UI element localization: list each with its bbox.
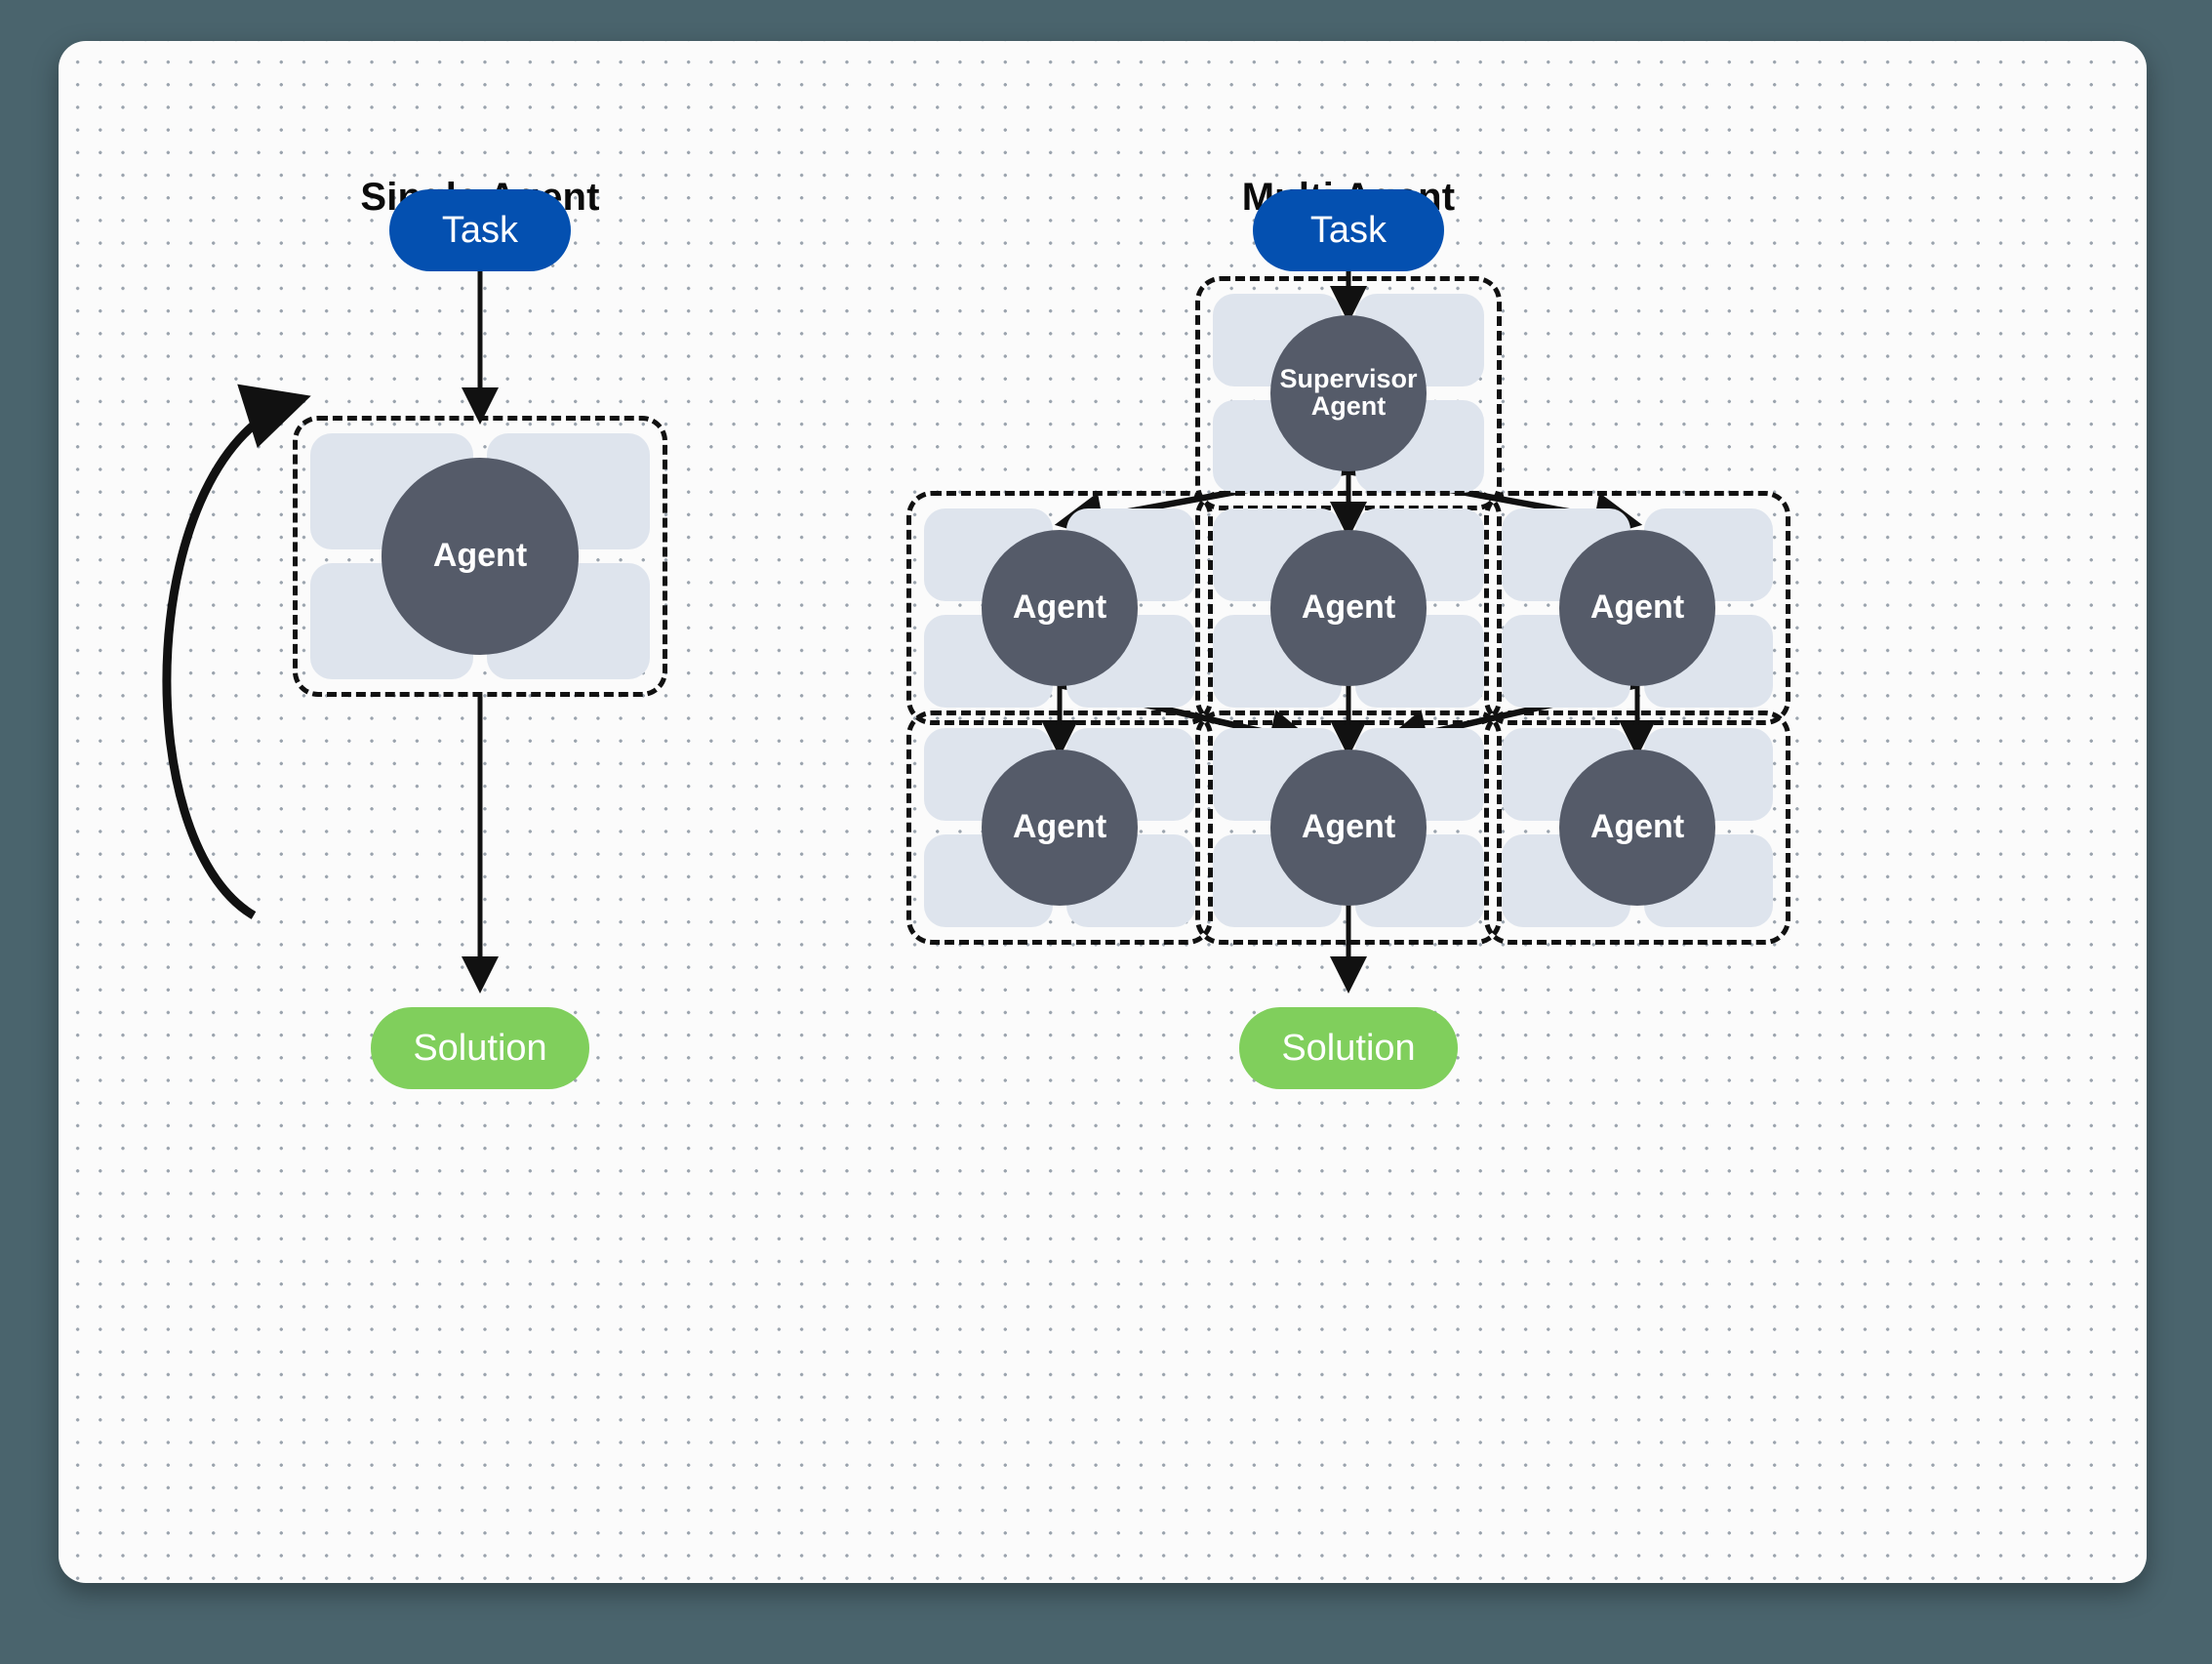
supervisor-agent-card[interactable]: Supervisor Agent: [1195, 276, 1502, 510]
agent-core-single: Agent: [382, 458, 579, 655]
task-pill-multi[interactable]: Task: [1253, 189, 1444, 271]
supervisor-label-line-2: Agent: [1310, 391, 1387, 421]
agent-card-row2-2[interactable]: Agent: [1195, 491, 1502, 725]
solution-pill-single[interactable]: Solution: [371, 1007, 589, 1089]
agent-core-row3-2: Agent: [1270, 750, 1427, 906]
solution-pill-multi[interactable]: Solution: [1239, 1007, 1458, 1089]
agent-card-row3-3[interactable]: Agent: [1484, 710, 1790, 945]
agent-card-row3-1[interactable]: Agent: [906, 710, 1213, 945]
agent-card-row2-3[interactable]: Agent: [1484, 491, 1790, 725]
agent-card-row3-2[interactable]: Agent: [1195, 710, 1502, 945]
agent-core-row2-3: Agent: [1559, 530, 1715, 686]
task-pill-single[interactable]: Task: [389, 189, 571, 271]
supervisor-agent-core: Supervisor Agent: [1270, 315, 1427, 471]
agent-card-single[interactable]: Agent: [293, 416, 667, 697]
edge-agent-self-loop: [162, 384, 311, 919]
agent-core-row3-1: Agent: [982, 750, 1138, 906]
agent-core-row3-3: Agent: [1559, 750, 1715, 906]
agent-core-row2-1: Agent: [982, 530, 1138, 686]
diagram-canvas: Single Agent Multi Agent Task Agent Solu…: [59, 41, 2147, 1583]
agent-card-row2-1[interactable]: Agent: [906, 491, 1213, 725]
supervisor-label-line-1: Supervisor: [1279, 364, 1418, 394]
agent-core-row2-2: Agent: [1270, 530, 1427, 686]
